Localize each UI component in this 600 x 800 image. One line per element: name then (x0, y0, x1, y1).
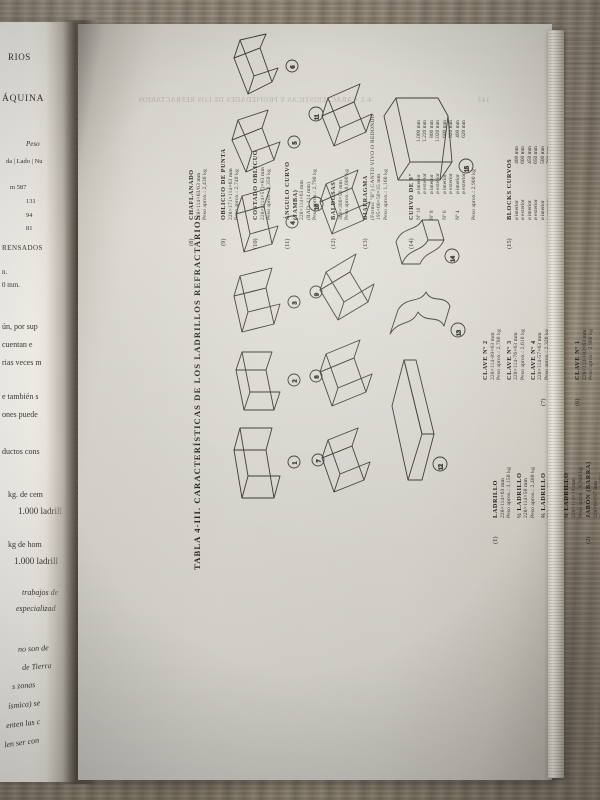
left-page-line: kg. de cem (8, 490, 43, 499)
left-page-line: m 587 (10, 184, 27, 191)
left-page-line: ones puede (2, 410, 38, 419)
entry-weight: Peso aprox.: 0,940 kg (577, 467, 584, 518)
figure-15 (383, 97, 453, 181)
left-page-line: especializad (16, 604, 56, 613)
entry-number: (2) (585, 536, 592, 544)
svg-text:3: 3 (293, 302, 299, 305)
left-page-line: RIOS (8, 52, 31, 62)
left-page-line: da | Lado | Nu (6, 158, 43, 165)
left-page-line: rias veces m (2, 358, 42, 367)
figure-9 (319, 253, 375, 321)
entry-number: (6) (574, 398, 581, 406)
svg-text:8: 8 (315, 376, 321, 379)
svg-text:9: 9 (315, 293, 321, 296)
svg-text:2: 2 (293, 380, 299, 383)
svg-text:12: 12 (439, 464, 445, 470)
figure-3 (233, 267, 281, 333)
entry-dimensions: 228×63×57 mm (592, 480, 599, 518)
figure-14 (395, 219, 445, 265)
left-page-line: 0 mm. (2, 281, 20, 289)
svg-text:13: 13 (457, 330, 463, 336)
figure-5 (231, 109, 281, 173)
figure-12 (391, 359, 435, 481)
svg-text:6: 6 (291, 66, 297, 69)
svg-text:7: 7 (317, 460, 323, 463)
left-page-line: Peso (26, 140, 40, 148)
figure-10 (319, 169, 371, 235)
right-book-page: 4-3. CARACTERÍSTICAS Y PROPIEDADES DE LO… (78, 24, 600, 780)
left-page-line: enten las c (5, 716, 41, 731)
left-page-line: 1.000 ladrill (14, 556, 58, 566)
entry-6: (6) CLAVE Nº 1 228×114-102×63 mm Peso ap… (574, 329, 595, 406)
brick-figures: 1 2 (222, 32, 474, 502)
left-page-line: cuentan e (2, 340, 33, 349)
figure-8 (319, 339, 373, 407)
left-page-line: 94 (26, 212, 33, 219)
left-page-line: RENSADOS (2, 244, 43, 252)
left-page-line: ÁQUINA (2, 94, 45, 104)
svg-text:14: 14 (451, 256, 457, 262)
left-page-line: e también s (2, 392, 39, 401)
left-page-line: kg de hom (8, 540, 42, 549)
entry-name: CLAVE Nº 1 (574, 340, 581, 380)
left-page-line: 81 (26, 225, 33, 232)
left-page-line: n. (2, 268, 8, 276)
figure-4 (235, 187, 279, 253)
left-page-line: no son de (17, 643, 49, 654)
page-lighting (78, 24, 552, 780)
entry-2: (2) JABÓN (BARRA) 228×63×57 mm Peso apro… (585, 461, 600, 544)
svg-text:10: 10 (315, 204, 321, 210)
entry-dimensions: 228×114-102×63 mm (581, 329, 588, 380)
svg-text:15: 15 (465, 166, 471, 172)
svg-text:4: 4 (291, 222, 297, 225)
figure-2 (235, 351, 281, 411)
figure-13 (389, 291, 451, 335)
table-rotated-block: TABLA 4-III. CARACTERÍSTICAS DE LOS LADR… (170, 2, 600, 580)
figure-6 (233, 33, 279, 95)
entry-name: ¼ LADRILLO (563, 472, 571, 518)
left-page-line: len ser con (3, 735, 40, 750)
left-page-line: ductos cons (2, 447, 40, 456)
entry-dimensions: 228×114×19 mm (570, 478, 577, 518)
entry-weight: Peso aprox.: 2,960 kg (588, 329, 595, 380)
left-page-line: 1.000 ladrill (18, 506, 62, 516)
left-page-line: trabajos de (22, 588, 59, 597)
left-page-line: s zonas (11, 679, 36, 692)
left-page-line: ún, por sup (2, 322, 38, 331)
svg-text:5: 5 (293, 142, 299, 145)
svg-text:11: 11 (315, 114, 321, 120)
figure-1 (233, 427, 281, 499)
figure-11 (321, 83, 373, 147)
left-page-line: 131 (26, 198, 36, 205)
entry-name: JABÓN (BARRA) (585, 461, 592, 518)
svg-text:1: 1 (293, 462, 299, 465)
book-page-block-edge (548, 30, 564, 778)
left-page-line: ísmica) se (7, 698, 41, 711)
figure-7 (321, 427, 371, 493)
